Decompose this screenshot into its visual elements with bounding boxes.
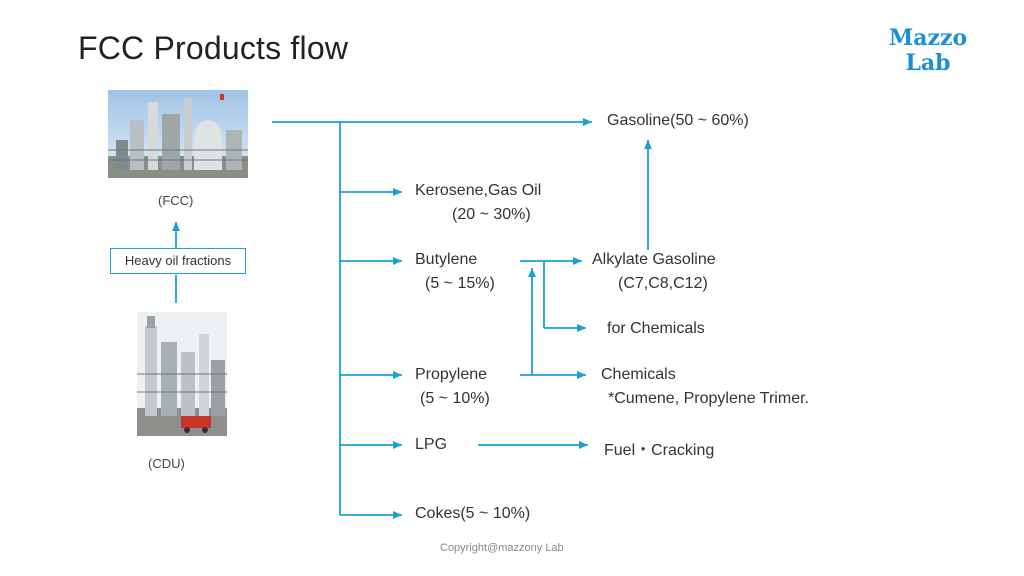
- butylene-label: Butylene: [415, 251, 478, 268]
- cokes-label: Cokes(5 ~ 10%): [415, 505, 531, 522]
- propylene-label: Propylene: [415, 366, 488, 383]
- fcc-plant-image: [108, 90, 248, 178]
- propylene-pct: (5 ~ 10%): [420, 390, 490, 407]
- cdu-caption: (CDU): [148, 456, 185, 471]
- logo-line-1: Mazzo: [888, 25, 968, 51]
- butylene-pct: (5 ~ 15%): [425, 275, 495, 292]
- chemicals-detail: *Cumene, Propylene Trimer.: [608, 390, 809, 407]
- chemicals-label: Chemicals: [601, 366, 676, 383]
- for-chemicals-label: for Chemicals: [607, 320, 705, 337]
- page-title: FCC Products flow: [78, 30, 349, 66]
- copyright-text: Copyright@mazzony Lab: [440, 542, 564, 554]
- fcc-caption: (FCC): [158, 193, 194, 208]
- alkylate-gasoline-label: Alkylate Gasoline: [592, 251, 716, 268]
- heavy-oil-fractions-box: Heavy oil fractions: [110, 248, 246, 274]
- lpg-label: LPG: [415, 436, 448, 453]
- logo-line-2: Lab: [905, 50, 951, 76]
- mazzo-lab-logo: Mazzo Lab: [878, 26, 978, 76]
- gasoline-label: Gasoline(50 ~ 60%): [607, 112, 749, 129]
- kerosene-gas-oil-label: Kerosene,Gas Oil: [415, 182, 542, 199]
- cdu-plant-image: [137, 312, 227, 436]
- fuel-cracking-label: Fuel・Cracking: [604, 442, 715, 459]
- kerosene-gas-oil-pct: (20 ~ 30%): [452, 206, 531, 223]
- alkylate-gasoline-detail: (C7,C8,C12): [618, 275, 708, 292]
